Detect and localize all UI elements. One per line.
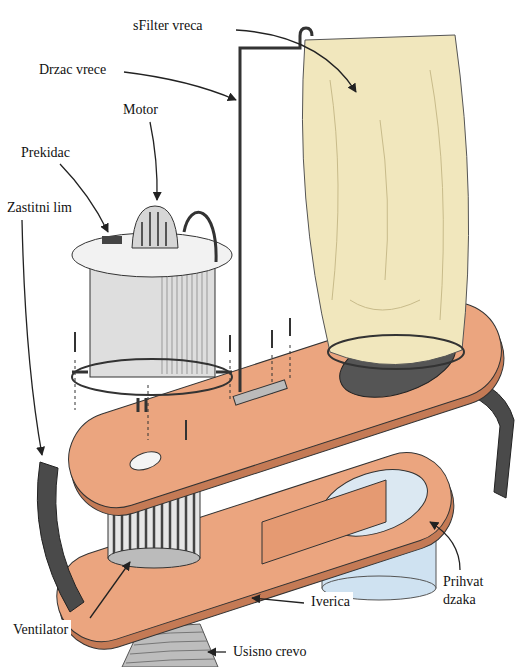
- leader-lines: [22, 30, 460, 652]
- bag-ring: [328, 335, 464, 369]
- part-label: Prihvat dzaka: [440, 572, 520, 609]
- baffle-board: [262, 480, 386, 564]
- motor-cable: [184, 212, 216, 262]
- bag-holder: [233, 28, 312, 405]
- part-label: Ventilator: [10, 620, 71, 640]
- switch: [102, 236, 122, 244]
- leader-line: [150, 122, 157, 200]
- motor-base-ring: [72, 359, 232, 395]
- leader-line: [22, 220, 42, 455]
- motor-legs: [72, 372, 232, 412]
- bag-folds: [330, 70, 443, 320]
- part-label: Usisno crevo: [230, 642, 310, 662]
- filter-bag: [302, 35, 468, 369]
- part-label: sFilter vreca: [130, 16, 206, 36]
- bag-body: [302, 35, 468, 365]
- part-label: Iverica: [308, 592, 353, 612]
- part-label: Drzac vrece: [36, 60, 109, 80]
- holder-rod: [240, 28, 312, 392]
- leader-line: [430, 522, 460, 570]
- shaft-hole: [128, 448, 163, 473]
- leader-line: [252, 598, 304, 603]
- part-label: Motor: [120, 100, 161, 120]
- motor-dome: [132, 206, 178, 248]
- dome-ribs: [142, 212, 166, 246]
- leader-line: [236, 30, 356, 92]
- part-label: Prekidac: [18, 143, 73, 163]
- fan-base: [108, 548, 200, 568]
- part-label: Zastitni lim: [4, 198, 75, 218]
- leader-line: [208, 651, 226, 652]
- motor: [72, 206, 232, 412]
- leader-line: [90, 562, 130, 618]
- leader-line: [124, 72, 236, 100]
- holder-bracket: [233, 380, 287, 405]
